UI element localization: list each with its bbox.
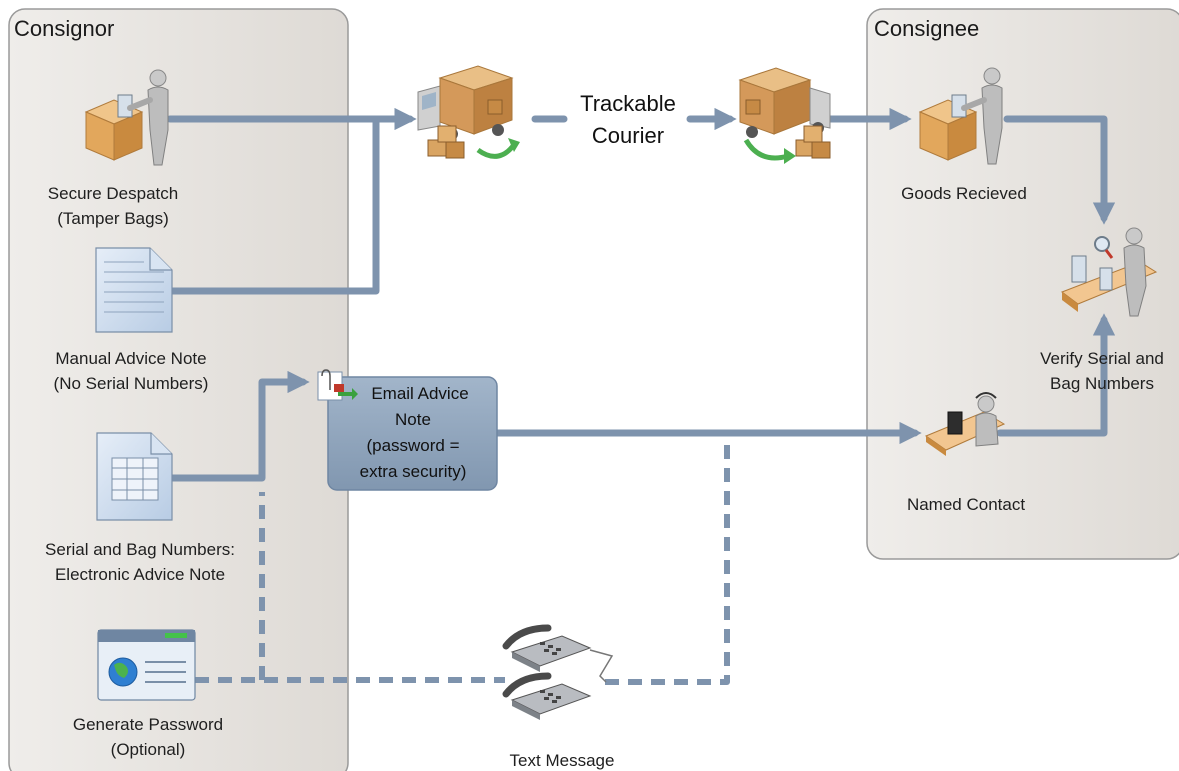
manual-note-connector [164,115,380,295]
consignor-title: Consignor [14,16,114,41]
manual-advice-label: Manual Advice Note (No Serial Numbers) [54,349,209,393]
trackable-courier-label: Trackable Courier [580,91,676,148]
svg-text:(password =: (password = [366,436,459,455]
phone-to-contact-dashed [605,438,730,685]
secure-despatch-label: Secure Despatch (Tamper Bags) [48,184,178,228]
dashed-connectors [195,438,730,685]
verify-label: Verify Serial and Bag Numbers [1040,349,1164,393]
svg-text:Electronic Advice Note: Electronic Advice Note [55,565,225,584]
svg-text:Verify Serial and: Verify Serial and [1040,349,1164,368]
svg-text:(No Serial Numbers): (No Serial Numbers) [54,374,209,393]
goods-received-icon [918,67,1003,165]
svg-text:Manual Advice Note: Manual Advice Note [55,349,206,368]
svg-text:Serial and Bag Numbers:: Serial and Bag Numbers: [45,540,235,559]
contact-to-verify-connector [996,313,1116,437]
generate-password-label: Generate Password (Optional) [73,715,223,759]
svg-text:Text Message: Text Message [510,751,615,770]
goods-received-label: Goods Recieved [901,184,1027,203]
serial-bag-label: Serial and Bag Numbers: Electronic Advic… [45,540,235,584]
svg-text:extra security): extra security) [360,462,467,481]
telephone-icon [502,624,614,720]
email-attachment-icon [317,369,358,401]
svg-text:Bag Numbers: Bag Numbers [1050,374,1154,393]
svg-text:Trackable: Trackable [580,91,676,116]
svg-text:(Tamper Bags): (Tamper Bags) [57,209,168,228]
svg-text:Email Advice: Email Advice [371,384,468,403]
secure-despatch-icon [84,69,169,166]
goods-to-verify-connector [1003,115,1116,225]
spreadsheet-icon [96,432,173,521]
named-contact-icon [924,392,1006,456]
connectors [164,107,1116,482]
serial-to-email-connector [168,370,310,482]
truck-icon-left [417,65,520,159]
named-contact-label: Named Contact [907,495,1025,514]
svg-text:Generate Password: Generate Password [73,715,223,734]
truck-icon-right [738,67,831,164]
svg-text:Named Contact: Named Contact [907,495,1025,514]
document-icon [95,247,173,333]
svg-text:Note: Note [395,410,431,429]
email-advice-box: Email Advice Note (password = extra secu… [327,376,498,491]
svg-text:(Optional): (Optional) [111,740,186,759]
text-message-label: Text Message [510,751,615,770]
svg-text:Secure Despatch: Secure Despatch [48,184,178,203]
consignee-title: Consignee [874,16,979,41]
password-window-icon [97,629,196,701]
svg-text:Courier: Courier [592,123,664,148]
svg-text:Goods Recieved: Goods Recieved [901,184,1027,203]
inspection-icon [1060,227,1158,317]
